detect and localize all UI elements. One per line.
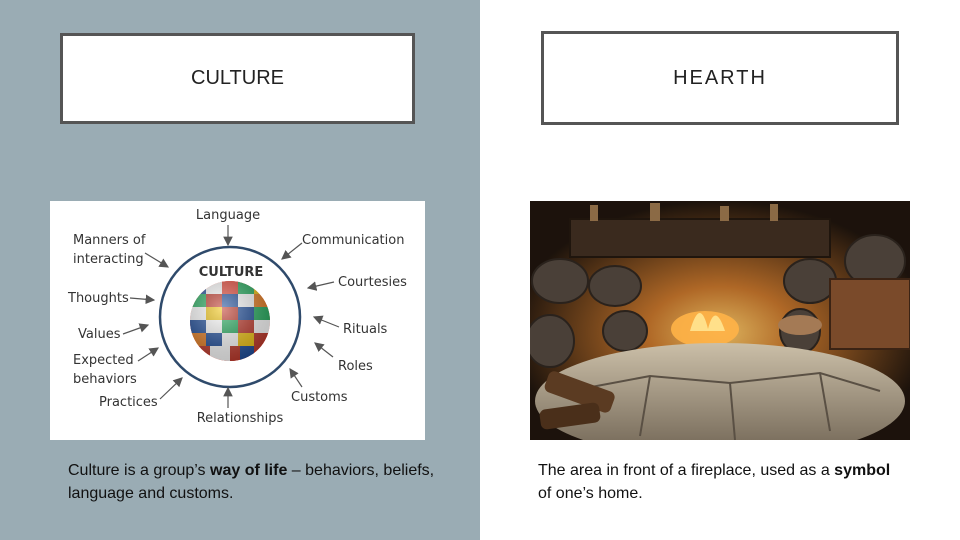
culture-caption: Culture is a group’s way of life – behav… bbox=[68, 459, 448, 505]
culture-title-box: CULTURE bbox=[60, 33, 415, 124]
label-rituals: Rituals bbox=[343, 322, 388, 337]
culture-diagram: CULTURE bbox=[50, 201, 425, 440]
culture-caption-part1: Culture is a group’s bbox=[68, 462, 210, 479]
hearth-title-box: HEARTH bbox=[541, 31, 899, 125]
culture-caption-bold: way of life bbox=[210, 462, 288, 479]
label-customs: Customs bbox=[291, 390, 348, 405]
hearth-caption-bold: symbol bbox=[834, 462, 891, 479]
hearth-caption: The area in front of a fireplace, used a… bbox=[538, 459, 898, 505]
label-relationships: Relationships bbox=[197, 411, 284, 426]
label-thoughts: Thoughts bbox=[67, 291, 129, 306]
label-values: Values bbox=[78, 327, 121, 342]
label-practices: Practices bbox=[99, 395, 158, 410]
label-manners-2: interacting bbox=[73, 252, 144, 267]
culture-diagram-svg: CULTURE bbox=[67, 208, 407, 426]
fireplace-photo bbox=[530, 201, 910, 440]
hearth-title: HEARTH bbox=[673, 66, 767, 89]
label-communication: Communication bbox=[302, 233, 404, 248]
label-courtesies: Courtesies bbox=[338, 275, 407, 290]
culture-caption-part2: – behaviors, beliefs, language and custo… bbox=[68, 462, 435, 502]
world-flags-globe-icon bbox=[190, 281, 270, 361]
label-roles: Roles bbox=[338, 359, 373, 374]
label-expected-1: Expected bbox=[73, 353, 134, 368]
label-expected-2: behaviors bbox=[73, 372, 137, 387]
center-label: CULTURE bbox=[199, 265, 264, 280]
culture-title: CULTURE bbox=[191, 67, 284, 89]
hearth-caption-part1: The area in front of a fireplace, used a… bbox=[538, 462, 835, 479]
diagram-arrows bbox=[122, 225, 340, 408]
label-manners-1: Manners of bbox=[73, 233, 146, 248]
fireplace-photo-svg bbox=[530, 201, 910, 440]
hearth-caption-part2: of one’s home. bbox=[538, 485, 643, 502]
label-language: Language bbox=[196, 208, 260, 223]
